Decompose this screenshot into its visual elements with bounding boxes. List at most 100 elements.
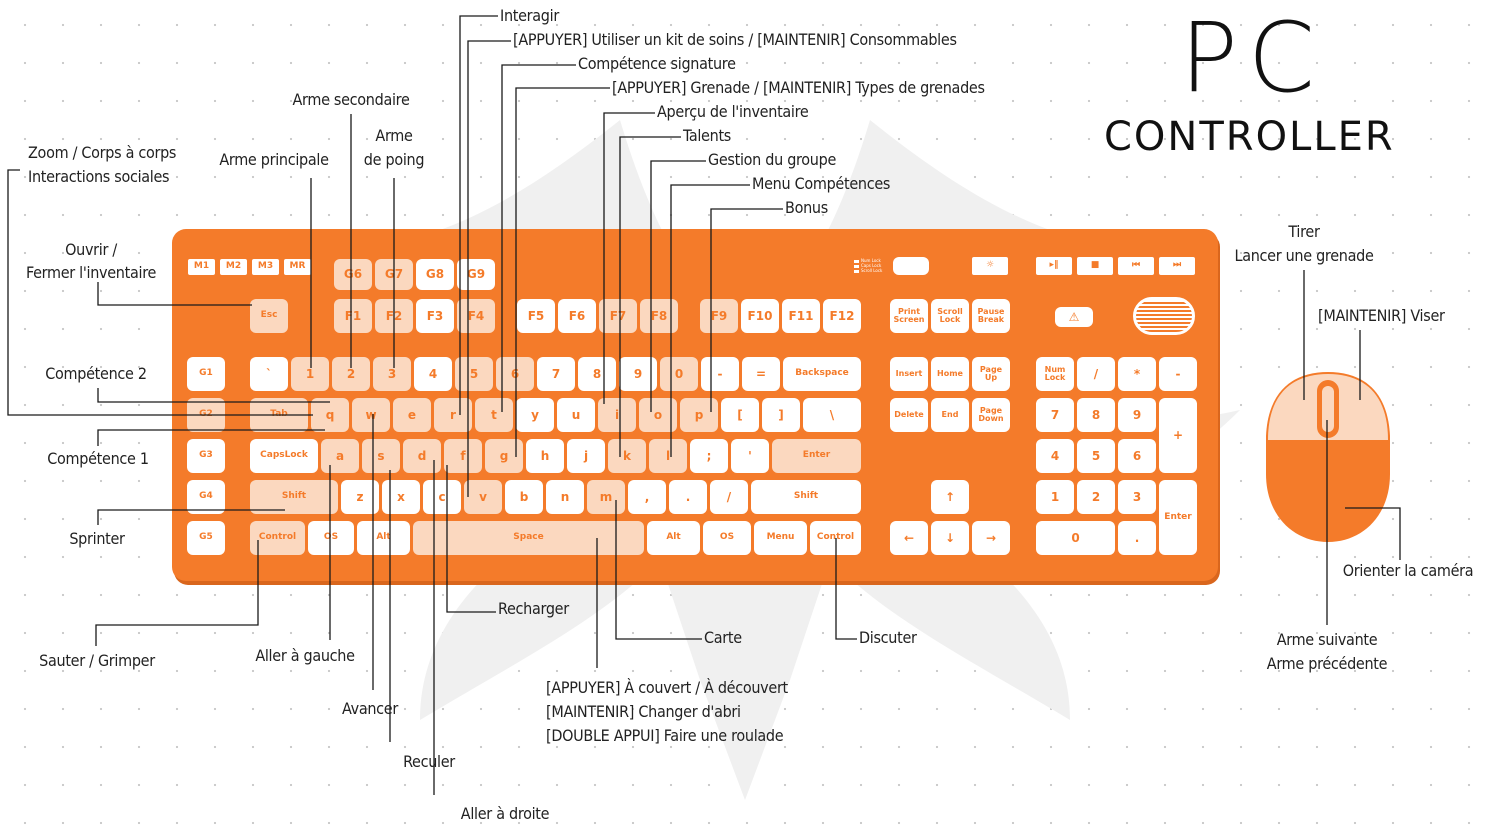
- key-los[interactable]: OS: [308, 521, 354, 555]
- key-f[interactable]: f: [444, 439, 482, 473]
- key-k7[interactable]: 7: [537, 357, 575, 391]
- key-print[interactable]: Print Screen: [890, 299, 928, 333]
- key-npplus[interactable]: +: [1159, 398, 1197, 473]
- key-npdot[interactable]: .: [1118, 521, 1156, 555]
- key-y[interactable]: y: [516, 398, 554, 432]
- key-g[interactable]: g: [485, 439, 523, 473]
- left-arrow-icon[interactable]: ←: [890, 521, 928, 555]
- key-end[interactable]: End: [931, 398, 969, 432]
- key-n[interactable]: n: [546, 480, 584, 514]
- key-np8[interactable]: 8: [1077, 398, 1115, 432]
- key-f7[interactable]: F7: [599, 299, 637, 333]
- key-a[interactable]: a: [321, 439, 359, 473]
- key-npenter[interactable]: Enter: [1159, 480, 1197, 555]
- key-delete[interactable]: Delete: [890, 398, 928, 432]
- right-arrow-icon[interactable]: →: [972, 521, 1010, 555]
- play-pause-icon[interactable]: ▸‖: [1036, 257, 1072, 275]
- key-np1[interactable]: 1: [1036, 480, 1074, 514]
- up-arrow-icon[interactable]: ↑: [931, 480, 969, 514]
- key-k4[interactable]: 4: [414, 357, 452, 391]
- key-e[interactable]: e: [393, 398, 431, 432]
- key-c[interactable]: c: [423, 480, 461, 514]
- key-np4[interactable]: 4: [1036, 439, 1074, 473]
- key-pause[interactable]: Pause Break: [972, 299, 1010, 333]
- key-s[interactable]: s: [362, 439, 400, 473]
- mouse-left-button[interactable]: [1268, 374, 1328, 440]
- key-f1[interactable]: F1: [334, 299, 372, 333]
- key-equals[interactable]: =: [742, 357, 780, 391]
- key-enter[interactable]: Enter: [772, 439, 861, 473]
- down-arrow-icon[interactable]: ↓: [931, 521, 969, 555]
- key-g1[interactable]: G1: [187, 357, 225, 391]
- key-k3[interactable]: 3: [373, 357, 411, 391]
- key-j[interactable]: j: [567, 439, 605, 473]
- key-npminus[interactable]: -: [1159, 357, 1197, 391]
- key-h[interactable]: h: [526, 439, 564, 473]
- key-f6[interactable]: F6: [558, 299, 596, 333]
- key-f3[interactable]: F3: [416, 299, 454, 333]
- key-capslock[interactable]: CapsLock: [250, 439, 318, 473]
- key-comma[interactable]: ,: [628, 480, 666, 514]
- key-f5[interactable]: F5: [517, 299, 555, 333]
- key-m1[interactable]: M1: [188, 259, 215, 275]
- key-v[interactable]: v: [464, 480, 502, 514]
- key-d[interactable]: d: [403, 439, 441, 473]
- key-lalt[interactable]: Alt: [357, 521, 410, 555]
- key-npslash[interactable]: /: [1077, 357, 1115, 391]
- key-lctrl[interactable]: Control: [250, 521, 305, 555]
- key-k5[interactable]: 5: [455, 357, 493, 391]
- key-lbracket[interactable]: [: [721, 398, 759, 432]
- key-esc[interactable]: Esc: [250, 299, 288, 333]
- mouse-scroll-wheel[interactable]: [1322, 386, 1334, 432]
- key-np2[interactable]: 2: [1077, 480, 1115, 514]
- key-p[interactable]: p: [680, 398, 718, 432]
- key-m2[interactable]: M2: [220, 259, 247, 275]
- key-g9[interactable]: G9: [457, 259, 495, 290]
- key-pgup[interactable]: Page Up: [972, 357, 1010, 391]
- key-k[interactable]: k: [608, 439, 646, 473]
- key-np5[interactable]: 5: [1077, 439, 1115, 473]
- key-backtick[interactable]: `: [250, 357, 288, 391]
- mute-icon[interactable]: ⚠: [1055, 307, 1093, 327]
- key-f8[interactable]: F8: [640, 299, 678, 333]
- key-semicolon[interactable]: ;: [690, 439, 728, 473]
- key-menu[interactable]: Menu: [754, 521, 807, 555]
- key-f4[interactable]: F4: [457, 299, 495, 333]
- key-b[interactable]: b: [505, 480, 543, 514]
- key-g6[interactable]: G6: [334, 259, 372, 290]
- key-np6[interactable]: 6: [1118, 439, 1156, 473]
- key-numlock[interactable]: Num Lock: [1036, 357, 1074, 391]
- key-m[interactable]: m: [587, 480, 625, 514]
- key-g8[interactable]: G8: [416, 259, 454, 290]
- key-u[interactable]: u: [557, 398, 595, 432]
- key-space[interactable]: Space: [413, 521, 644, 555]
- key-ralt[interactable]: Alt: [647, 521, 700, 555]
- sun-icon[interactable]: ☼: [972, 257, 1008, 275]
- key-npstar[interactable]: *: [1118, 357, 1156, 391]
- key-pgdn[interactable]: Page Down: [972, 398, 1010, 432]
- key-l[interactable]: l: [649, 439, 687, 473]
- volume-wheel[interactable]: [1133, 297, 1195, 335]
- key-rbracket[interactable]: ]: [762, 398, 800, 432]
- key-w[interactable]: w: [352, 398, 390, 432]
- key-f10[interactable]: F10: [741, 299, 779, 333]
- key-q[interactable]: q: [311, 398, 349, 432]
- key-m3[interactable]: M3: [252, 259, 279, 275]
- key-r[interactable]: r: [434, 398, 472, 432]
- key-f12[interactable]: F12: [823, 299, 861, 333]
- next-track-icon[interactable]: ⏭: [1159, 257, 1195, 275]
- key-g5[interactable]: G5: [187, 521, 225, 555]
- key-lshift[interactable]: Shift: [250, 480, 338, 514]
- key-insert[interactable]: Insert: [890, 357, 928, 391]
- key-f11[interactable]: F11: [782, 299, 820, 333]
- key-g4[interactable]: G4: [187, 480, 225, 514]
- key-slash[interactable]: /: [710, 480, 748, 514]
- key-k0[interactable]: 0: [660, 357, 698, 391]
- key-backslash[interactable]: \: [803, 398, 861, 432]
- key-k8[interactable]: 8: [578, 357, 616, 391]
- key-f9[interactable]: F9: [700, 299, 738, 333]
- key-x[interactable]: x: [382, 480, 420, 514]
- key-period[interactable]: .: [669, 480, 707, 514]
- key-ros[interactable]: OS: [703, 521, 751, 555]
- mouse-right-button[interactable]: [1328, 374, 1388, 440]
